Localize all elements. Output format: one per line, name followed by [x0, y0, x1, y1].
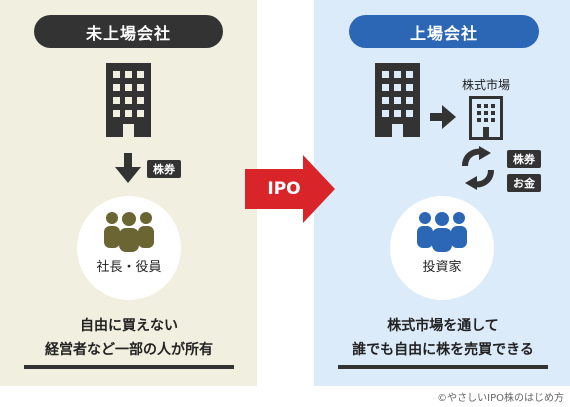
ipo-label: IPO	[267, 179, 301, 199]
caption-line-1: 自由に買えない	[80, 318, 178, 334]
people-icon	[104, 212, 154, 252]
people-icon	[417, 212, 467, 252]
ipo-arrow-icon	[245, 155, 335, 223]
money-badge: お金	[507, 174, 541, 192]
unlisted-company-header: 未上場会社	[34, 15, 223, 48]
stock-market-label: 株式市場	[461, 78, 510, 92]
caption-underline	[24, 365, 234, 369]
caption-line-2: 誰でも自由に株を売買できる	[352, 342, 534, 358]
caption-underline	[338, 365, 548, 369]
down-arrow-icon	[115, 153, 141, 183]
outline-building-icon	[469, 96, 503, 140]
copyright-text: ©やさしいIPO株のはじめ方	[437, 393, 564, 404]
caption-line-1: 株式市場を通して	[387, 318, 499, 334]
share-certificate-badge: 株券	[147, 160, 181, 178]
share-certificate-badge: 株券	[507, 150, 541, 168]
holder-label: 社長・役員	[96, 260, 162, 275]
investor-circle: 投資家	[390, 196, 494, 300]
holder-circle: 社長・役員	[77, 196, 181, 300]
building-icon	[375, 63, 420, 137]
building-icon	[106, 63, 151, 137]
listed-company-panel	[314, 0, 570, 386]
exchange-arrows-icon	[462, 146, 494, 190]
right-arrow-icon	[430, 105, 456, 129]
listed-company-header: 上場会社	[349, 15, 539, 48]
investor-label: 投資家	[422, 260, 462, 275]
caption-line-2: 経営者など一部の人が所有	[45, 342, 213, 358]
